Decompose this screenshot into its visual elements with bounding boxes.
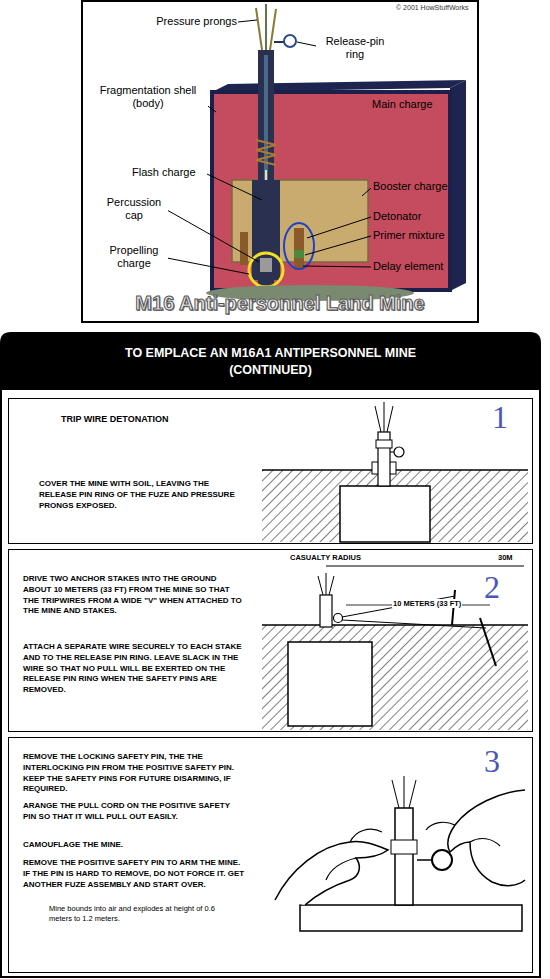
part-label: Pressure prongs [138, 15, 238, 28]
part-label: Primer mixture [373, 229, 445, 242]
step-text: REMOVE THE LOCKING SAFETY PIN, THE THE I… [23, 752, 245, 795]
step-text: COVER THE MINE WITH SOIL, LEAVING THE RE… [39, 479, 244, 511]
dimension-label: 10 METERS (33 FT) [392, 599, 462, 608]
part-label: Fragmentation shell (body) [88, 84, 208, 110]
callout-number: 2 [484, 568, 500, 606]
part-label: Flash charge [131, 166, 197, 179]
step-text: ATTACH A SEPARATE WIRE SECURELY TO EACH … [23, 642, 245, 696]
part-label: Percussion cap [100, 196, 168, 222]
step-text: CAMOUFLAGE THE MINE. [23, 840, 245, 851]
part-label: Propelling charge [100, 244, 168, 270]
note-text: Mine bounds into air and explodes at hei… [49, 904, 224, 924]
title-band: TO EMPLACE AN M16A1 ANTIPERSONNEL MINE (… [1, 333, 540, 390]
step-panel: TRIP WIRE DETONATION COVER THE MINE WITH … [8, 398, 533, 544]
band-title: TO EMPLACE AN M16A1 ANTIPERSONNEL MINE (… [96, 345, 446, 379]
step-panel: DRIVE TWO ANCHOR STAKES INTO THE GROUND … [8, 549, 533, 732]
callout-number: 1 [492, 398, 508, 436]
copyright: © 2001 HowStuffWorks [396, 4, 469, 12]
step-text: ARANGE THE PULL CORD ON THE POSITIVE SAF… [23, 801, 245, 823]
dimension-label: CASUALTY RADIUS [290, 553, 361, 562]
watermark: M16 Anti-personnel Land Mine [88, 291, 472, 315]
step-heading: TRIP WIRE DETONATION [61, 413, 261, 425]
part-label: Release-pin ring [318, 35, 392, 61]
callout-number: 3 [484, 742, 500, 780]
part-label: Detonator [373, 210, 421, 223]
step-panel: REMOVE THE LOCKING SAFETY PIN, THE THE I… [8, 737, 533, 973]
step-text: REMOVE THE POSITIVE SAFETY PIN TO ARM TH… [23, 858, 245, 890]
dimension-label: 30M [498, 553, 513, 562]
part-label: Main charge [372, 98, 433, 111]
part-label: Booster charge [373, 180, 448, 193]
part-label: Delay element [373, 260, 443, 273]
step-text: DRIVE TWO ANCHOR STAKES INTO THE GROUND … [23, 574, 245, 617]
